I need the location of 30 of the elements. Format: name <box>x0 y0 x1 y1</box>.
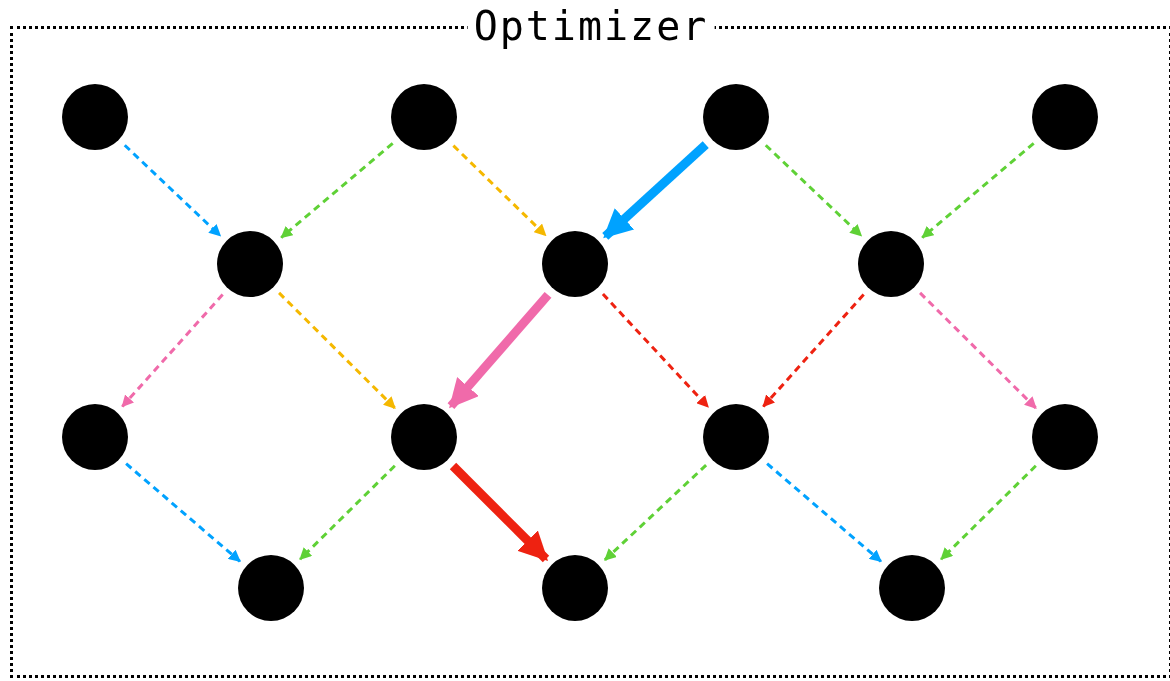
node-circle <box>542 231 608 297</box>
node-circle <box>217 231 283 297</box>
arrow <box>603 463 708 562</box>
node-circle <box>238 555 304 621</box>
arrow <box>919 291 1037 410</box>
node-circle <box>391 404 457 470</box>
node-circle <box>879 555 945 621</box>
node-circle <box>703 404 769 470</box>
arrow <box>278 291 396 410</box>
arrow <box>123 144 222 237</box>
arrow <box>764 144 863 237</box>
node-circle <box>703 84 769 150</box>
node-circle <box>542 555 608 621</box>
arrow <box>121 293 224 408</box>
arrow <box>125 462 241 563</box>
node-circle <box>1032 404 1098 470</box>
arrow <box>447 291 552 410</box>
arrow <box>602 141 709 240</box>
node-circle <box>858 231 924 297</box>
arrow <box>940 464 1037 561</box>
node-circle <box>391 84 457 150</box>
arrow <box>449 462 550 563</box>
arrow <box>299 464 396 561</box>
arrow <box>762 293 865 408</box>
arrow <box>280 142 394 239</box>
arrow <box>921 142 1035 239</box>
arrow <box>601 293 710 408</box>
arrow <box>766 462 882 563</box>
node-circle <box>62 404 128 470</box>
arrow <box>452 144 547 237</box>
